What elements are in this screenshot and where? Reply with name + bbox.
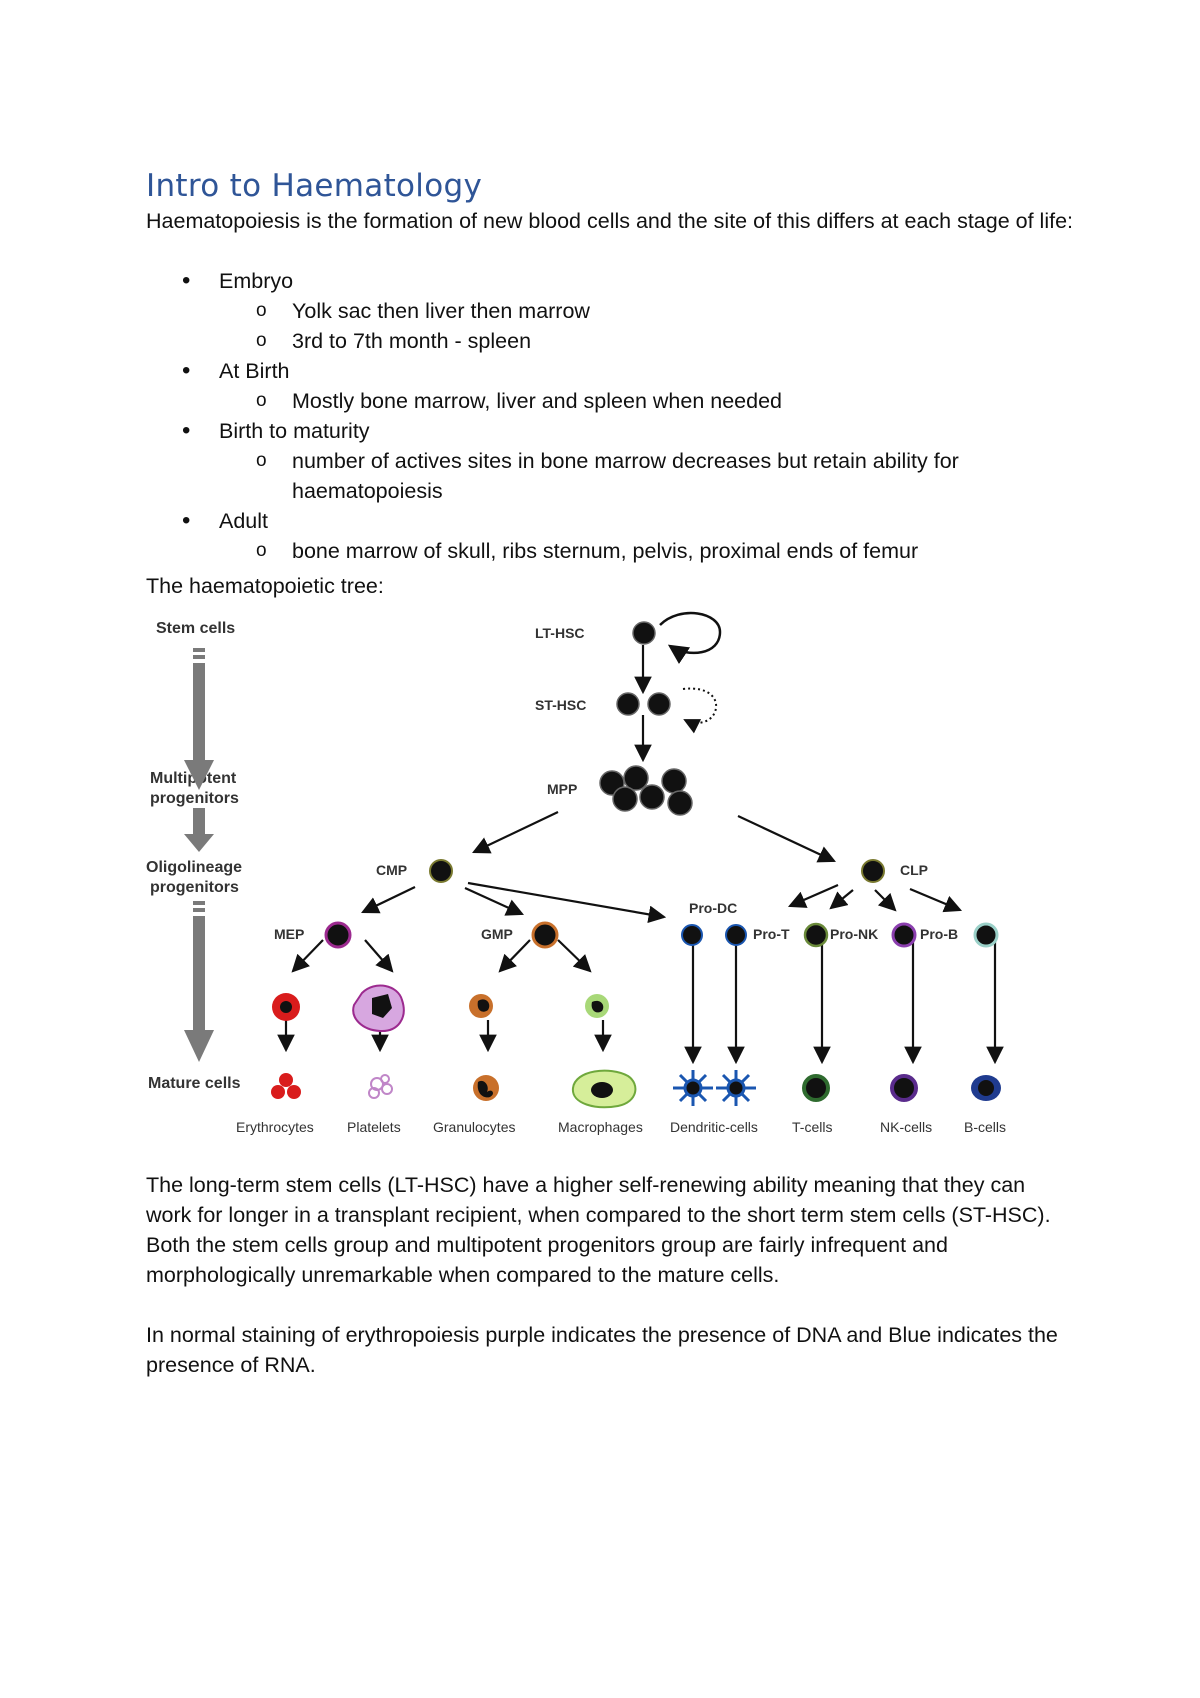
node-label-mpp: MPP [547,781,577,797]
list-item-at-birth: At Birth [146,356,1076,386]
gmp-cell-icon [531,921,559,949]
tier-label-multipotent-2: progenitors [150,790,239,807]
macrophage-icon [571,1069,637,1109]
mpp-cell-icon [612,786,638,812]
node-label-pro-nk: Pro-NK [830,926,878,942]
mep-cell-icon [324,921,352,949]
self-renew-loop-dashed-icon [682,687,718,734]
paragraph-staining: In normal staining of erythropoiesis pur… [146,1323,1058,1377]
list-subitem: 3rd to 7th month - spleen [146,326,1076,356]
stem-cells [599,621,693,816]
mature-cells [271,1069,1001,1109]
list-subitem: bone marrow of skull, ribs sternum, pelv… [146,536,1076,566]
mature-label-nk-cells: NK-cells [880,1119,932,1135]
tree-caption: The haematopoietic tree: [146,574,384,598]
mpp-cell-icon [639,784,665,810]
cmp-cell-icon [429,859,453,883]
mature-label-macrophages: Macrophages [558,1119,643,1135]
node-label-clp: CLP [900,862,928,878]
paragraph-stem-cells: The long-term stem cells (LT-HSC) have a… [146,1173,1051,1287]
node-label-pro-b: Pro-B [920,926,958,942]
mature-label-platelets: Platelets [347,1119,401,1135]
erythrocytes-icon [271,1073,301,1099]
precursor-cells [272,984,609,1033]
node-label-st-hsc: ST-HSC [535,697,586,713]
pro-b-cell-icon [973,922,999,948]
granulocyte-icon [473,1075,499,1101]
mature-label-erythrocytes: Erythrocytes [236,1119,314,1135]
mature-label-granulocytes: Granulocytes [433,1119,515,1135]
page-title: Intro to Haematology [146,168,483,204]
list-item-adult: Adult [146,506,1076,536]
list-subitem: Mostly bone marrow, liver and spleen whe… [146,386,1076,416]
tier-label-oligolineage: Oligolineage [146,859,242,876]
mpp-cell-icon [667,790,693,816]
node-label-mep: MEP [274,926,304,942]
node-label-lt-hsc: LT-HSC [535,625,585,641]
platelets-icon [368,1074,393,1099]
haematopoietic-tree-diagram: Stem cells Multipotent progenitors Oligo… [146,611,1006,1135]
st-hsc-cell-icon [647,692,671,716]
node-label-pro-t: Pro-T [753,926,790,942]
node-label-pro-dc: Pro-DC [689,900,737,916]
pro-t-cell-icon [803,922,829,948]
tier-label-oligolineage-2: progenitors [150,879,239,896]
pro-dc-cell-icon [725,924,747,946]
progenitor-cells [324,859,999,949]
st-hsc-cell-icon [616,692,640,716]
node-label-cmp: CMP [376,862,407,878]
tier-column: Stem cells Multipotent progenitors Oligo… [146,620,242,1092]
mpp-cell-icon [661,768,687,794]
tier-label-mature: Mature cells [148,1075,241,1092]
pro-nk-cell-icon [891,922,917,948]
t-cell-icon [802,1074,830,1102]
list-subitem: number of actives sites in bone marrow d… [146,446,1076,506]
nk-cell-icon [890,1074,918,1102]
mature-label-t-cells: T-cells [792,1119,832,1135]
list-subitem: Yolk sac then liver then marrow [146,296,1076,326]
tier-label-stem: Stem cells [156,620,235,637]
list-item-birth-to-maturity: Birth to maturity [146,416,1076,446]
clp-cell-icon [861,859,885,883]
mature-label-b-cells: B-cells [964,1119,1006,1135]
dendritic-cell-icon [673,1070,713,1106]
lineage-arrows [277,645,1004,1065]
node-label-gmp: GMP [481,926,513,942]
lt-hsc-cell-icon [632,621,656,645]
pro-dc-cell-icon [681,924,703,946]
self-renew-loop-icon [659,611,722,665]
mpp-cell-icon [623,765,649,791]
tier-arrows [184,648,214,1062]
list-item-embryo: Embryo [146,266,1076,296]
mature-label-dendritic: Dendritic-cells [670,1119,758,1135]
life-stage-list: Embryo Yolk sac then liver then marrow 3… [146,266,1076,566]
intro-paragraph: Haematopoiesis is the formation of new b… [146,209,1074,233]
dendritic-cell-icon [716,1070,756,1106]
